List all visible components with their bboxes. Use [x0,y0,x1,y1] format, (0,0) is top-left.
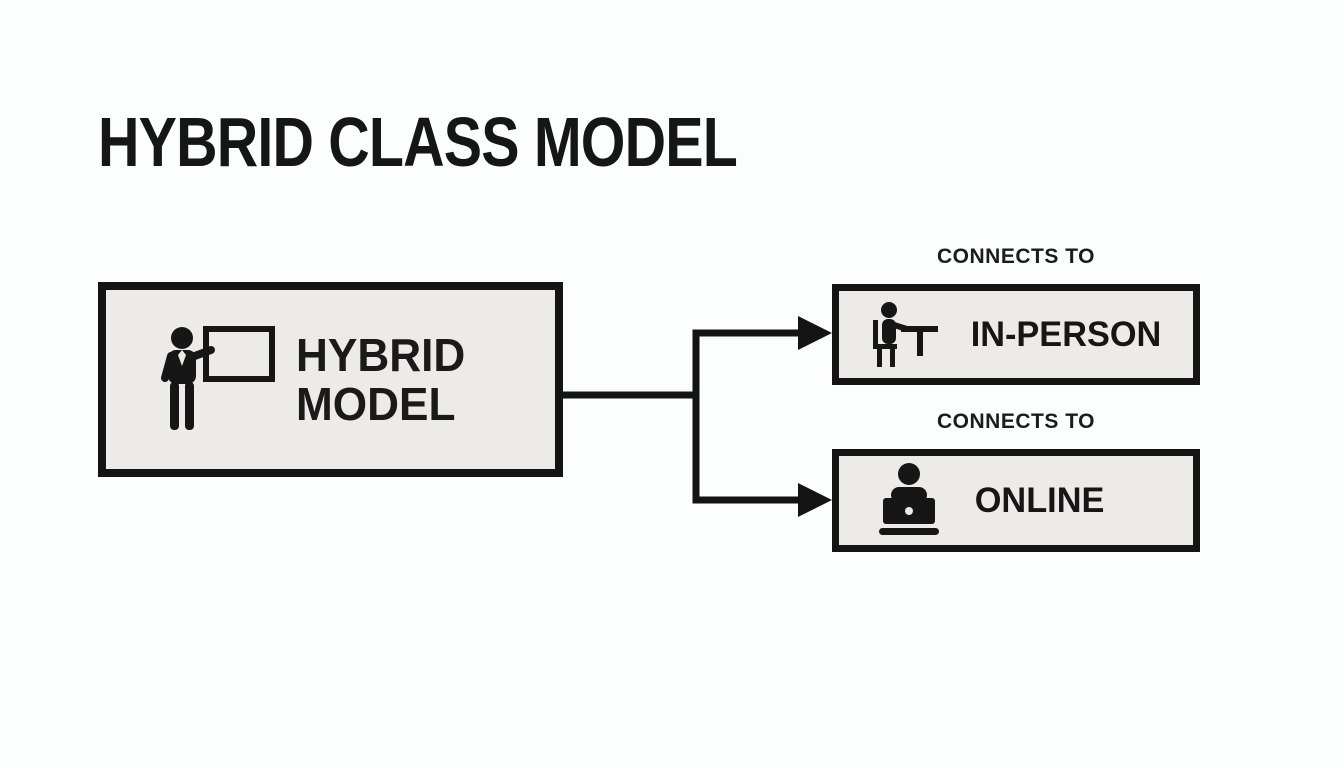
arrowhead-in-person [798,316,832,350]
hybrid-model-label: HYBRID MODEL [296,329,466,430]
arrowhead-online [798,483,832,517]
online-label: ONLINE [974,480,1105,520]
connects-to-label-online: CONNECTS TO [937,410,1095,433]
hybrid-model-node: HYBRID MODEL [98,282,563,477]
person-at-desk-icon [865,300,939,370]
person-at-laptop-icon [877,462,941,540]
connects-to-label-in-person: CONNECTS TO [937,245,1095,268]
in-person-node: IN-PERSON [832,284,1200,385]
page-title: HYBRID CLASS MODEL [98,103,738,181]
in-person-label: IN-PERSON [970,314,1162,354]
teacher-presenting-icon [158,325,276,434]
online-node: ONLINE [832,449,1200,552]
